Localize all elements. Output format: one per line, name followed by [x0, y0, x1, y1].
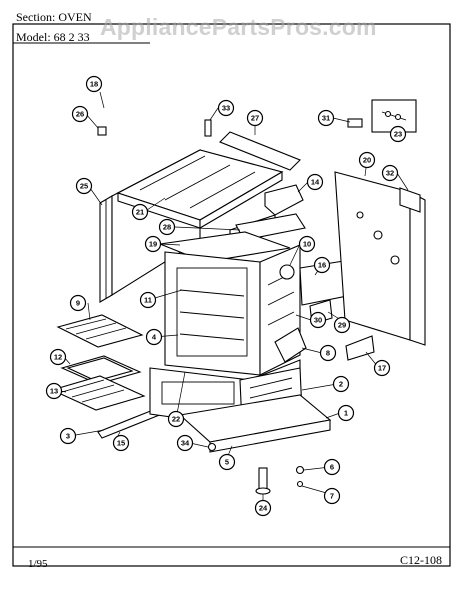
svg-text:3: 3	[66, 432, 70, 441]
svg-text:25: 25	[80, 182, 88, 191]
callout-3: 3	[59, 427, 77, 445]
svg-text:13: 13	[50, 387, 58, 396]
callout-6: 6	[323, 458, 341, 476]
callout-22: 22	[167, 410, 185, 428]
terminal-block-part	[371, 99, 417, 133]
screw-34-part	[207, 442, 217, 452]
svg-text:21: 21	[136, 208, 144, 217]
callout-34: 34	[176, 434, 194, 452]
screw-6-part	[295, 465, 305, 475]
svg-text:22: 22	[172, 415, 180, 424]
svg-text:34: 34	[181, 439, 190, 448]
callout-24: 24	[254, 499, 272, 517]
svg-text:5: 5	[225, 458, 229, 467]
screw-7-part	[296, 480, 304, 488]
callout-12: 12	[49, 348, 67, 366]
svg-text:33: 33	[222, 104, 230, 113]
callout-21: 21	[131, 203, 149, 221]
svg-text:19: 19	[149, 240, 157, 249]
bracket-part	[204, 119, 212, 137]
side-bracket-part	[399, 187, 421, 213]
svg-text:23: 23	[394, 130, 402, 139]
callout-27: 27	[246, 109, 264, 127]
svg-text:9: 9	[76, 299, 80, 308]
callout-20: 20	[358, 151, 376, 169]
svg-text:27: 27	[251, 114, 259, 123]
top-trim-part	[219, 131, 301, 171]
callout-13: 13	[45, 382, 63, 400]
broiler-pan-part	[60, 355, 142, 385]
oven-top-tray-part	[116, 149, 284, 229]
callout-32: 32	[381, 164, 399, 182]
footer-code: C12-108	[400, 553, 442, 567]
callout-23: 23	[389, 125, 407, 143]
callout-31: 31	[317, 109, 335, 127]
footer-date: 1/95	[28, 558, 48, 570]
svg-text:30: 30	[314, 316, 322, 325]
svg-text:15: 15	[117, 439, 125, 448]
svg-text:10: 10	[303, 240, 311, 249]
callout-16: 16	[313, 256, 331, 274]
model-label: Model: 68 2 33	[16, 30, 90, 44]
svg-text:32: 32	[386, 169, 394, 178]
callout-17: 17	[373, 359, 391, 377]
callout-11: 11	[139, 291, 157, 309]
callout-28: 28	[158, 218, 176, 236]
callout-4: 4	[145, 328, 163, 346]
callout-9: 9	[69, 294, 87, 312]
svg-text:8: 8	[326, 349, 330, 358]
svg-text:17: 17	[378, 364, 386, 373]
svg-text:26: 26	[76, 110, 84, 119]
callout-5: 5	[218, 453, 236, 471]
svg-text:7: 7	[330, 492, 334, 501]
oven-rack-bottom-part	[50, 375, 146, 411]
callout-1: 1	[337, 404, 355, 422]
svg-text:1: 1	[344, 409, 348, 418]
svg-text:18: 18	[90, 80, 98, 89]
callout-14: 14	[306, 173, 324, 191]
diagram-border	[12, 23, 451, 567]
callout-30: 30	[309, 311, 327, 329]
svg-text:31: 31	[322, 114, 330, 123]
oven-rack-top-part	[56, 314, 144, 348]
svg-text:29: 29	[338, 321, 346, 330]
clip-part	[97, 126, 107, 136]
callout-29: 29	[333, 316, 351, 334]
section-label: Section: OVEN	[16, 10, 92, 24]
thermostat-part	[279, 264, 295, 280]
svg-text:6: 6	[330, 463, 334, 472]
leveling-leg-part	[255, 467, 271, 495]
side-panel-part	[334, 171, 426, 346]
callout-33: 33	[217, 99, 235, 117]
callout-10: 10	[298, 235, 316, 253]
callout-26: 26	[71, 105, 89, 123]
svg-text:14: 14	[311, 178, 320, 187]
svg-text:2: 2	[339, 380, 343, 389]
watermark: AppliancePartsPros.com	[100, 14, 377, 40]
svg-text:16: 16	[318, 261, 326, 270]
callout-2: 2	[332, 375, 350, 393]
callout-25: 25	[75, 177, 93, 195]
svg-text:20: 20	[363, 156, 371, 165]
mount-bracket-part	[345, 335, 375, 361]
svg-text:4: 4	[152, 333, 157, 342]
burner-valve-part	[274, 327, 307, 363]
svg-text:11: 11	[144, 296, 152, 305]
svg-text:24: 24	[259, 504, 268, 513]
callout-15: 15	[112, 434, 130, 452]
base-frame-part	[178, 394, 332, 453]
connector-part	[347, 118, 363, 128]
oven-cavity-part	[164, 244, 301, 376]
callout-19: 19	[144, 235, 162, 253]
callout-18: 18	[85, 75, 103, 93]
callout-8: 8	[319, 344, 337, 362]
svg-text:28: 28	[163, 223, 171, 232]
callout-7: 7	[323, 487, 341, 505]
svg-text:12: 12	[54, 353, 62, 362]
